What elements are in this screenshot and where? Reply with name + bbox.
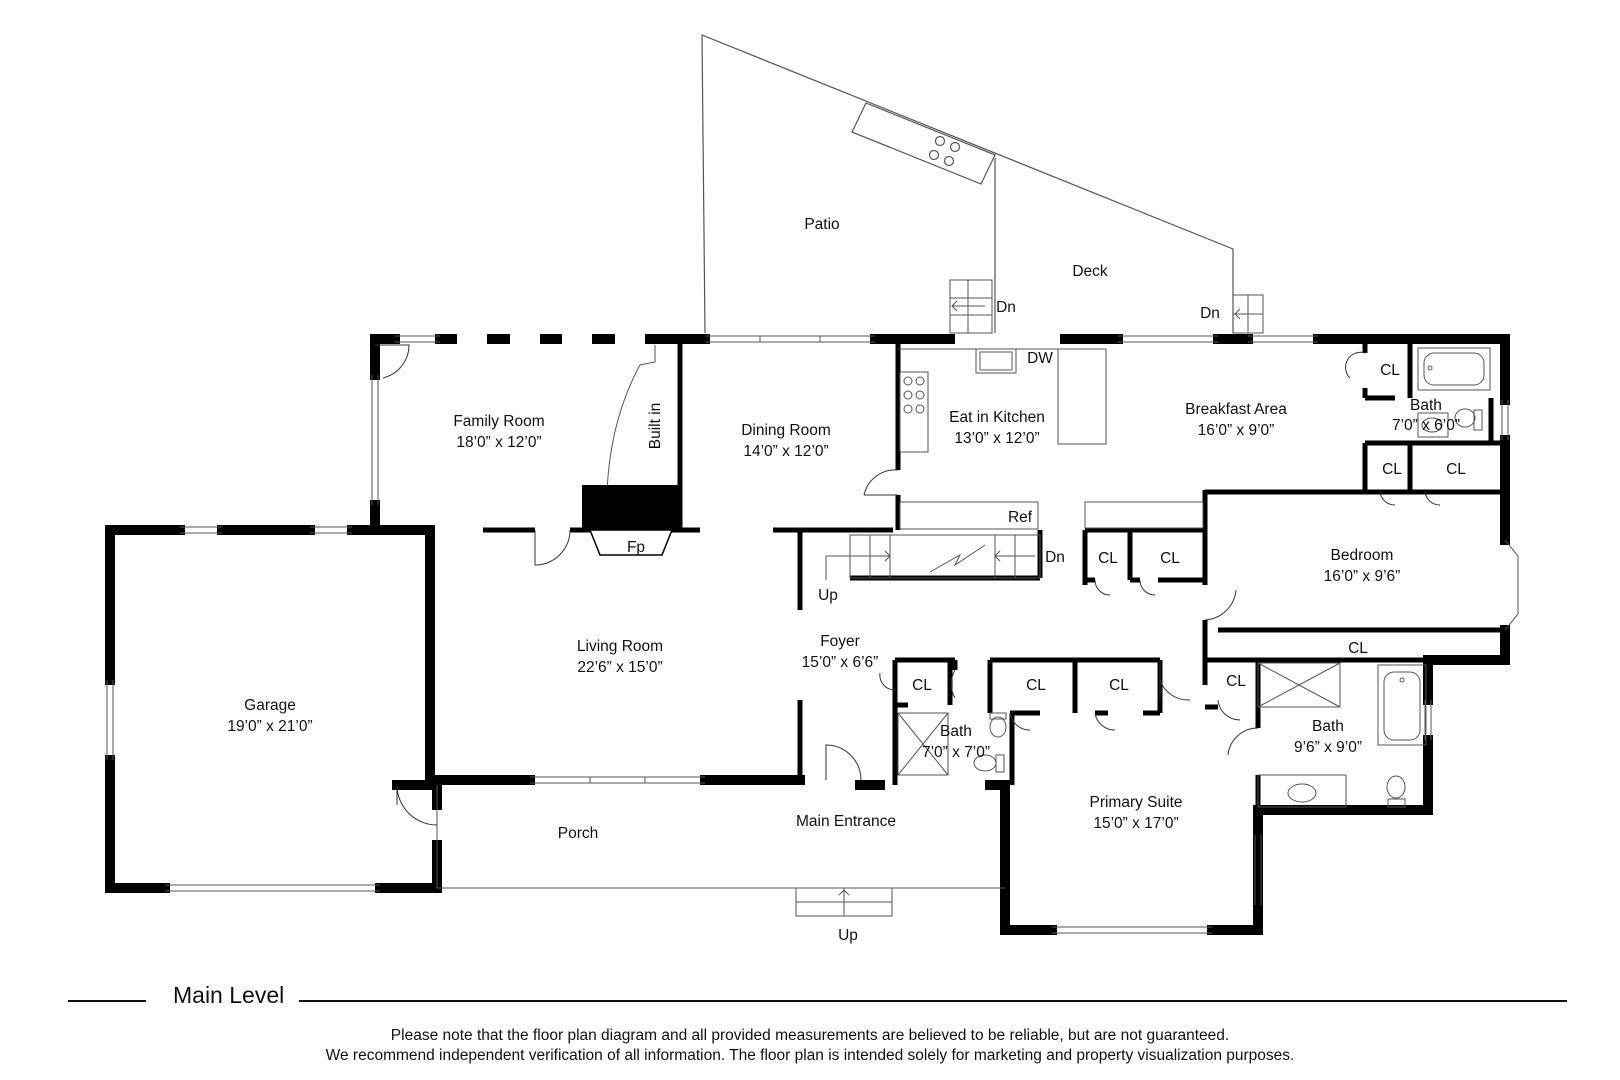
deck-steps [949, 279, 1264, 334]
deck-label: Deck [1072, 263, 1108, 280]
bath-primary-size: 9’6” x 9’0” [1294, 739, 1362, 756]
stair-up-label: Up [818, 587, 838, 604]
garage-size: 19’0” x 21’0” [227, 718, 312, 735]
foyer-label: Foyer [820, 633, 860, 650]
dishwasher-label: DW [1027, 350, 1053, 367]
porch-label: Porch [558, 825, 599, 842]
level-title-row: Main Level [68, 982, 1568, 1012]
dining-room-label: Dining Room [741, 422, 831, 439]
closet-label: CL [1026, 677, 1046, 694]
patio-label: Patio [804, 216, 839, 233]
closet-label: CL [912, 677, 932, 694]
primary-suite-label: Primary Suite [1089, 794, 1182, 811]
doors [375, 344, 1441, 826]
bath-primary-label: Bath [1312, 718, 1344, 735]
primary-suite-size: 15’0” x 17’0” [1093, 815, 1178, 832]
foyer-size: 15’0” x 6’6” [802, 654, 879, 671]
breakfast-area-label: Breakfast Area [1185, 401, 1287, 418]
closet-label: CL [1226, 673, 1246, 690]
closet-label: CL [1348, 640, 1368, 657]
closet-label: CL [1382, 461, 1402, 478]
bedroom-label: Bedroom [1331, 547, 1394, 564]
family-room-label: Family Room [453, 413, 544, 430]
bedroom-size: 16’0” x 9’6” [1324, 568, 1401, 585]
closet-label: CL [1098, 550, 1118, 567]
closet-label: CL [1109, 677, 1129, 694]
stair-down-label: Dn [1200, 305, 1220, 322]
closet-label: CL [1160, 550, 1180, 567]
bath-hall-label: Bath [940, 723, 972, 740]
porch-steps-up-label: Up [838, 927, 858, 944]
kitchen-label: Eat in Kitchen [949, 409, 1045, 426]
windows-and-fixtures [106, 335, 1519, 934]
refrigerator-label: Ref [1008, 509, 1033, 526]
title-rule-right [299, 1000, 1567, 1002]
stair-down-label: Dn [1045, 549, 1065, 566]
dining-room-size: 14’0” x 12’0” [743, 443, 828, 460]
bath-ne-size: 7’0” x 6’0” [1392, 417, 1460, 434]
stair-down-label: Dn [996, 299, 1016, 316]
title-rule-left [68, 1000, 146, 1002]
garage-label: Garage [244, 697, 296, 714]
room-labels: Patio Deck Family Room 18’0” x 12’0” Din… [227, 216, 1460, 842]
level-title: Main Level [161, 982, 297, 1009]
patio-deck-outline [701, 34, 1234, 334]
built-in-label: Built in [647, 403, 664, 450]
disclaimer-line-1: Please note that the floor plan diagram … [390, 1027, 1230, 1044]
annotation-labels: Dn Dn Dn Up Up DW Ref Fp Built in CL CL … [627, 299, 1466, 944]
closet-label: CL [1380, 362, 1400, 379]
breakfast-area-size: 16’0” x 9’0” [1198, 422, 1275, 439]
closet-label: CL [1446, 461, 1466, 478]
bath-hall-size: 7’0” x 7’0” [922, 744, 990, 761]
main-entrance-label: Main Entrance [796, 813, 896, 830]
disclaimer-line-2: We recommend independent verification of… [325, 1047, 1295, 1064]
fireplace-label: Fp [627, 539, 645, 556]
family-room-size: 18’0” x 12’0” [456, 434, 541, 451]
bath-ne-label: Bath [1410, 397, 1442, 414]
fireplace [582, 485, 680, 556]
living-room-label: Living Room [577, 638, 663, 655]
floor-plan: Patio Deck Family Room 18’0” x 12’0” Din… [105, 34, 1519, 944]
kitchen-size: 13’0” x 12’0” [954, 430, 1039, 447]
living-room-size: 22’6” x 15’0” [577, 659, 662, 676]
exterior-walls [105, 334, 1510, 935]
